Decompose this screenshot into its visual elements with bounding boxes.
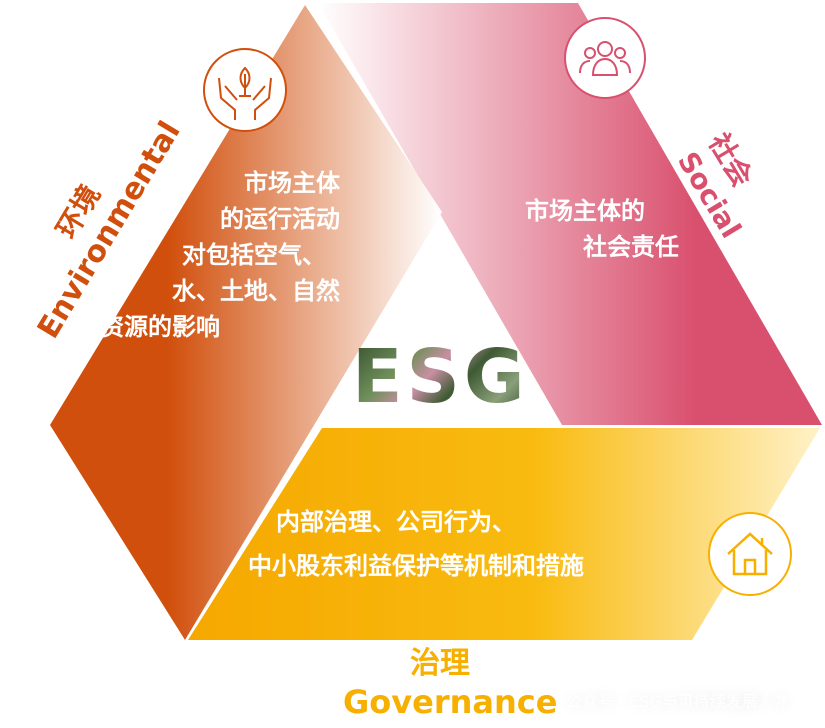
- governance-title: 治理 Governance: [343, 646, 557, 722]
- governance-description: 内部治理、公司行为、 中小股东利益保护等机制和措施: [248, 500, 584, 588]
- text-line: 对包括空气、: [182, 241, 326, 269]
- text-line: 市场主体的: [525, 197, 645, 225]
- esg-center-label: ESG: [352, 334, 529, 420]
- governance-segment: [188, 428, 820, 640]
- hands-plant-icon: [203, 48, 287, 132]
- text-line: 社会责任: [583, 233, 679, 261]
- social-segment: [318, 3, 822, 425]
- people-group-icon: [564, 17, 646, 99]
- text-line: 的运行活动: [220, 205, 340, 233]
- governance-title-en: Governance: [343, 683, 558, 721]
- text-line: 资源的影响: [100, 313, 220, 341]
- environmental-description: 市场主体 的运行活动 对包括空气、 水、土地、自然 资源的影响: [100, 165, 340, 345]
- text-line: 中小股东利益保护等机制和措施: [248, 552, 584, 580]
- governance-title-cn: 治理: [410, 646, 470, 681]
- environmental-segment: [50, 5, 442, 640]
- house-icon: [708, 512, 792, 596]
- social-description: 市场主体的 社会责任: [525, 193, 679, 265]
- watermark: 公众号 · ESG与可持续发展人才: [566, 692, 790, 711]
- text-line: 内部治理、公司行为、: [276, 508, 516, 536]
- text-line: 水、土地、自然: [172, 277, 340, 305]
- text-line: 市场主体: [244, 169, 340, 197]
